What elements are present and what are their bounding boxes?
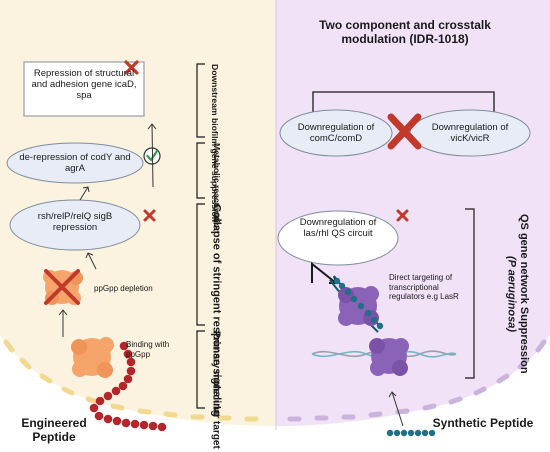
qs-network-label-line1: QS gene network Suppression [518, 213, 530, 374]
synthetic-peptide-chain [386, 429, 436, 437]
ellipse-vic-text: Downregulation of vicK/vicR [431, 122, 509, 144]
check-icon [143, 147, 161, 165]
bracket-label-metabolic: Metabolic reactivation [212, 143, 222, 234]
bracket-label-collapse: Collapse of stringent response signaling [210, 204, 223, 417]
ellipse-las-text: Downregulation of las/rhl QS circuit [299, 217, 377, 239]
peptide-chain-red [89, 341, 167, 432]
binding-label: Binding with ppGpp [126, 340, 170, 359]
flow-arrows-left [58, 123, 157, 337]
red-x-icon [143, 209, 156, 222]
dna-strand-icon [311, 338, 457, 376]
repression-box-text: Repression of structural and adhesion ge… [31, 68, 137, 101]
membrane-left [3, 339, 259, 422]
bracket-label-downstream: Downstream biofilm gene suppression [210, 64, 220, 222]
synthetic-peptide-label: Synthetic Peptide [432, 416, 534, 430]
big-red-x-icon [387, 113, 422, 150]
ellipse-las [277, 210, 399, 266]
red-x-icon [396, 209, 409, 222]
peptide-beads-teal [333, 277, 384, 330]
stage-brackets-left [196, 63, 205, 409]
ellipse-rsh-text: rsh/relP/relQ sigB repression [37, 211, 113, 233]
red-x-icon [124, 60, 139, 75]
bottom-center-strip [140, 412, 410, 452]
qs-network-label-line2: (P aeruginosa) [505, 255, 518, 332]
ellipse-com-text: Downregulation of comC/comD [297, 122, 375, 144]
flow-arrow-right [388, 391, 404, 427]
ppgpp-depletion-label: ppGpp depletion [94, 284, 153, 293]
depleted-protein-icon [43, 269, 83, 305]
ellipse-cody [6, 142, 144, 184]
ellipse-cody-text: de-repression of codY and agrA [19, 152, 131, 174]
bracket-label-primary: Primary molecular target [210, 331, 222, 449]
engineered-peptide-label: Engineered Peptide [21, 416, 87, 444]
membrane-right [287, 339, 547, 422]
qs-bracket [465, 208, 475, 379]
ellipse-com [279, 109, 393, 157]
crosstalk-title: Two component and crosstalk modulation (… [319, 18, 491, 46]
direct-targeting-label: Direct targeting of transcriptional regu… [389, 273, 459, 301]
ellipse-rsh [9, 199, 141, 251]
qs-network-label: QS gene network Suppression (P aeruginos… [505, 209, 531, 378]
repression-box [23, 61, 145, 117]
target-protein-icon [71, 337, 114, 378]
crosstalk-bracket [312, 91, 495, 113]
